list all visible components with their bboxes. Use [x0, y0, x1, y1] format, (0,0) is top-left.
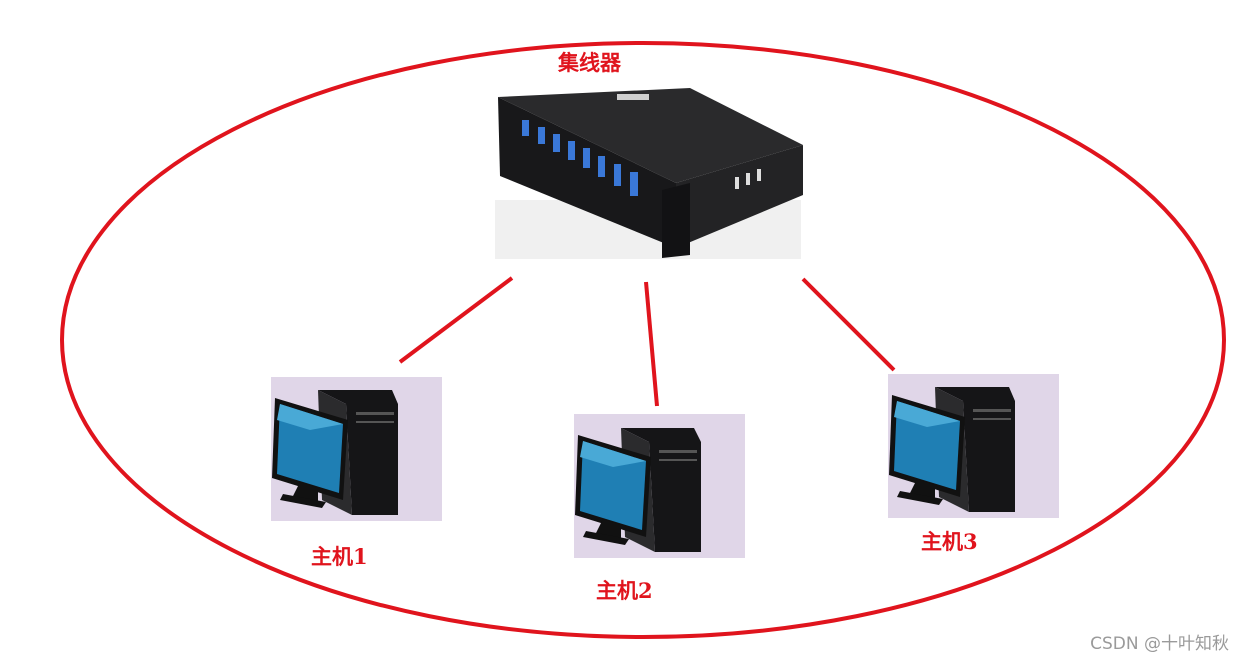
usb-hub-icon — [495, 88, 803, 259]
link-hub-host2 — [644, 281, 659, 407]
host1-label: 主机1 — [311, 544, 368, 569]
desktop-computer-icon — [574, 414, 745, 558]
watermark: CSDN @十叶知秋 — [1090, 634, 1229, 654]
hub-label: 集线器 — [558, 50, 621, 75]
desktop-computer-icon — [888, 374, 1059, 518]
desktop-computer-icon — [271, 377, 442, 521]
link-hub-host3 — [801, 277, 896, 372]
host2-label: 主机2 — [596, 578, 653, 603]
link-hub-host1 — [398, 276, 514, 364]
network-boundary-ellipse — [60, 41, 1226, 639]
host3-label: 主机3 — [921, 529, 978, 554]
